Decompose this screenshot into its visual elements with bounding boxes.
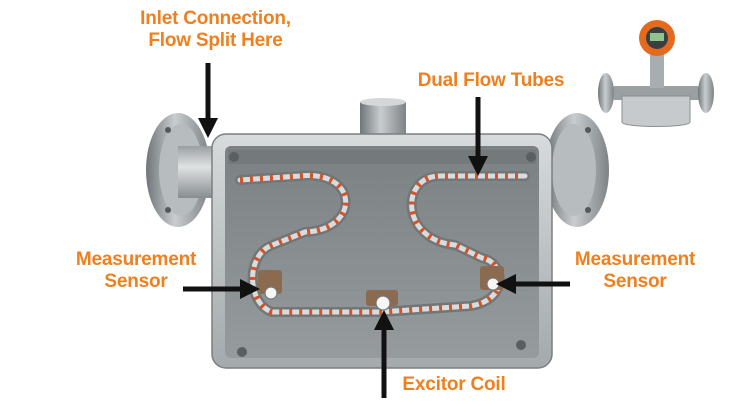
callout-arrows xyxy=(183,63,570,398)
label-sensor-right-line2: Sensor xyxy=(603,271,667,292)
top-pipe-stub xyxy=(360,98,406,136)
label-inlet-connection: Inlet Connection, Flow Split Here xyxy=(108,8,323,52)
label-sensor-left-line1: Measurement xyxy=(75,249,197,270)
label-excitor-text: Excitor Coil xyxy=(402,374,506,395)
label-inlet-line1: Inlet Connection, xyxy=(140,8,291,29)
label-excitor-coil: Excitor Coil xyxy=(384,374,524,396)
label-measurement-sensor-left: Measurement Sensor xyxy=(46,249,226,293)
label-inlet-line2: Flow Split Here xyxy=(148,30,283,51)
label-sensor-right-line1: Measurement xyxy=(574,249,696,270)
label-dual-flow-tubes: Dual Flow Tubes xyxy=(396,70,586,92)
right-flange xyxy=(540,113,609,227)
transmitter-inset xyxy=(598,20,714,127)
right-measurement-sensor xyxy=(480,266,504,291)
label-dual-flow-tubes-text: Dual Flow Tubes xyxy=(417,70,565,91)
excitor-coil xyxy=(366,290,398,311)
left-measurement-sensor xyxy=(258,270,282,300)
label-measurement-sensor-right: Measurement Sensor xyxy=(545,249,725,293)
left-flange xyxy=(146,113,218,227)
label-sensor-left-line2: Sensor xyxy=(104,271,168,292)
